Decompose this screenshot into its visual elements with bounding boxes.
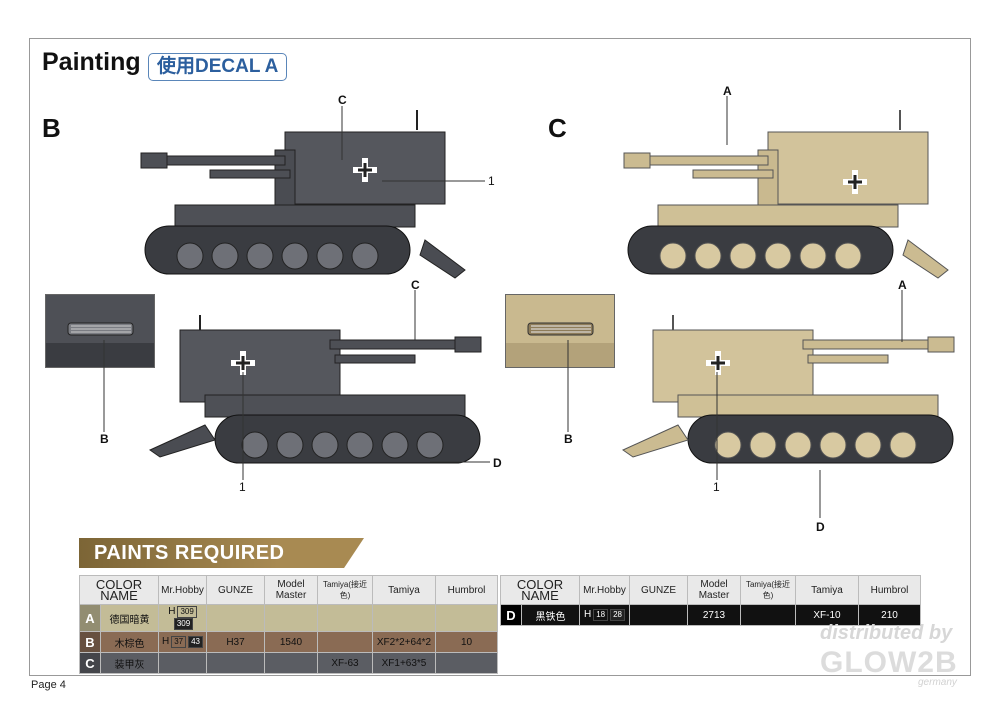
paint-letter: B	[79, 631, 101, 653]
paint-gunze	[206, 652, 265, 674]
paint-model-master: 1540	[264, 631, 318, 653]
paint-gunze	[206, 604, 265, 632]
paint-gunze: H37	[206, 631, 265, 653]
paint-humbrol	[435, 604, 498, 632]
decal-tag: 使用DECAL A	[148, 53, 288, 81]
callout-a-top-right: A	[723, 84, 732, 98]
page-frame	[29, 38, 971, 676]
header-tamiya-close: Tamiya(接近色)	[740, 575, 796, 605]
callout-d-left: D	[493, 456, 502, 470]
paint-letter: C	[79, 652, 101, 674]
callout-1-right: 1	[713, 480, 720, 494]
watermark-logo: GLOW2B	[820, 646, 958, 679]
watermark-line3: germany	[918, 677, 957, 688]
mrhobby-code: 309	[177, 606, 197, 618]
header-mrhobby: Mr.Hobby	[158, 575, 207, 605]
paint-name: 装甲灰	[100, 652, 159, 674]
paint-tamiya: XF-10	[795, 604, 859, 626]
header-color-name: COLOR NAME	[500, 575, 580, 605]
callout-c-top-left: C	[338, 93, 347, 107]
paint-letter: D	[500, 604, 522, 626]
paint-humbrol: 210	[858, 604, 921, 626]
watermark-line1: distributed by	[820, 622, 953, 644]
paint-model-master	[264, 604, 318, 632]
paints-table-left: COLOR NAME Mr.Hobby GUNZE Model Master T…	[79, 575, 498, 674]
paint-model-master	[264, 652, 318, 674]
section-letter-c: C	[548, 113, 567, 143]
header-model-master: Model Master	[687, 575, 741, 605]
header-mrhobby: Mr.Hobby	[579, 575, 630, 605]
header-gunze: GUNZE	[206, 575, 265, 605]
mrhobby-code: 18	[593, 609, 609, 621]
header-gunze: GUNZE	[629, 575, 688, 605]
paint-name: 德国暗黄	[100, 604, 159, 632]
paints-required-header: PAINTS REQUIRED	[79, 538, 364, 568]
grey-vehicle-side-left	[140, 110, 466, 279]
paint-tamiya-close: XF-63	[317, 652, 373, 674]
paint-humbrol	[435, 652, 498, 674]
callout-1-top-left: 1	[488, 174, 495, 188]
paint-letter: A	[79, 604, 101, 632]
paints-table-right: COLOR NAME Mr.Hobby GUNZE Model Master T…	[500, 575, 921, 626]
sand-vehicle-side-left	[623, 110, 949, 279]
paint-name: 木棕色	[100, 631, 159, 653]
paint-gunze	[629, 604, 688, 626]
page-title: Painting	[42, 48, 141, 76]
sand-rear-detail-inset	[505, 294, 615, 368]
mrhobby-code: 37	[171, 636, 187, 648]
header-tamiya-close: Tamiya(接近色)	[317, 575, 373, 605]
header-tamiya: Tamiya	[372, 575, 436, 605]
paint-humbrol: 10	[435, 631, 498, 653]
paints-required-label: PAINTS REQUIRED	[94, 542, 285, 564]
paint-name: 黑铁色	[521, 604, 580, 626]
header-humbrol: Humbrol	[435, 575, 498, 605]
paint-tamiya-close	[740, 604, 796, 626]
grey-rear-detail-inset	[45, 294, 155, 368]
paint-tamiya-close	[317, 631, 373, 653]
paint-tamiya	[372, 604, 436, 632]
paint-tamiya: XF1+63*5	[372, 652, 436, 674]
callout-c-mid-left: C	[411, 278, 420, 292]
mrhobby-code: 309	[173, 618, 194, 630]
grey-vehicle-side-right	[148, 315, 482, 464]
callout-d-right: D	[816, 520, 825, 534]
callout-b-right: B	[564, 432, 573, 446]
callout-a-mid-right: A	[898, 278, 907, 292]
header-color-name: COLOR NAME	[79, 575, 159, 605]
callout-b-left: B	[100, 432, 109, 446]
paint-tamiya: XF2*2+64*2	[372, 631, 436, 653]
paint-model-master: 2713	[687, 604, 741, 626]
sand-vehicle-side-right	[621, 315, 955, 464]
paint-tamiya-close	[317, 604, 373, 632]
paint-mrhobby	[158, 652, 207, 674]
header-humbrol: Humbrol	[858, 575, 921, 605]
callout-1-bottom-left: 1	[239, 480, 246, 494]
header-tamiya: Tamiya	[795, 575, 859, 605]
mrhobby-code: 28	[610, 609, 626, 621]
page-number: Page 4	[31, 679, 66, 691]
header-model-master: Model Master	[264, 575, 318, 605]
section-letter-b: B	[42, 113, 61, 143]
mrhobby-code: 43	[188, 636, 204, 648]
